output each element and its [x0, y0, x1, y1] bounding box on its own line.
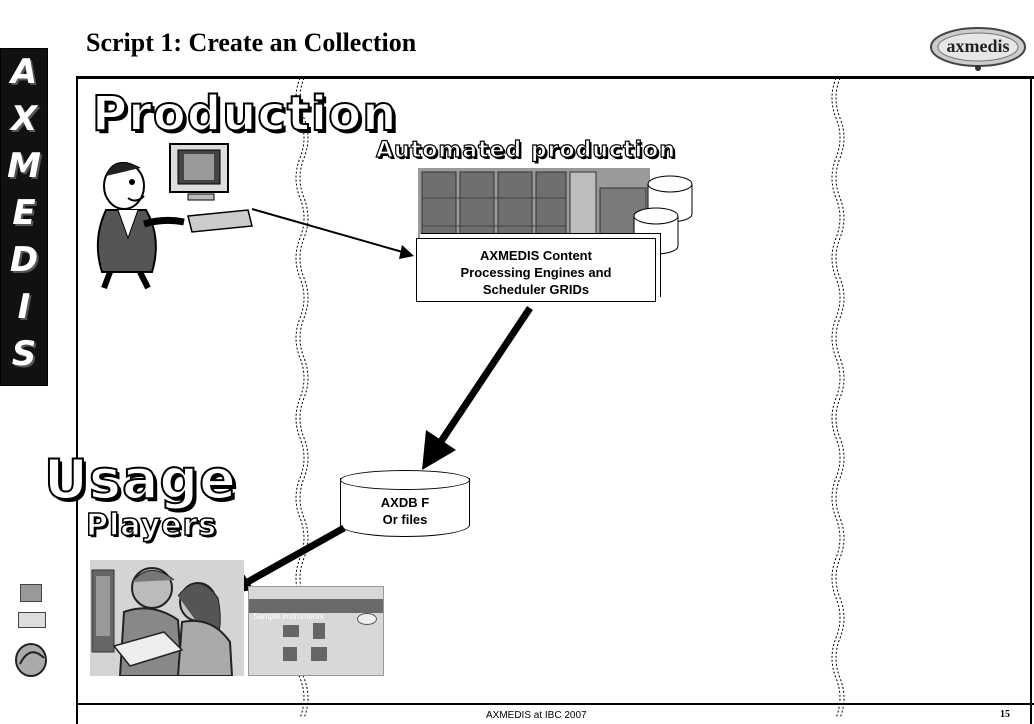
banner-letter: A	[10, 52, 38, 92]
player-screenshot-thumbnail: Sample instruments	[248, 586, 384, 676]
slide-title: Script 1: Create an Collection	[86, 28, 417, 57]
banner-letter: I	[17, 287, 31, 327]
wavy-divider-right	[831, 78, 845, 719]
top-rule	[76, 76, 1034, 79]
axdb-line: AXDB F	[380, 495, 430, 510]
page-number: 15	[1000, 709, 1010, 720]
axdb-cylinder-top	[340, 470, 470, 490]
content-processing-engines-box: AXMEDIS Content Processing Engines and S…	[416, 238, 656, 302]
sponsor-logo-swirl	[15, 643, 47, 677]
engine-line: Scheduler GRIDs	[482, 282, 590, 297]
sponsor-logo-ist	[18, 612, 46, 628]
axdb-text: AXDB F Or files	[340, 494, 470, 528]
engine-line: Processing Engines and	[460, 265, 612, 280]
banner-letter: E	[12, 193, 36, 233]
instrument-icon	[283, 625, 299, 637]
automated-production-heading: Automated production	[375, 137, 676, 163]
production-heading: Production	[91, 85, 398, 143]
usage-heading: Usage	[43, 447, 237, 512]
left-rule	[76, 78, 78, 724]
engine-box-text: AXMEDIS Content Processing Engines and S…	[417, 247, 655, 298]
banner-letter: M	[7, 146, 41, 186]
axmedis-logo: axmedis	[928, 24, 1028, 72]
axdb-line: Or files	[382, 512, 428, 527]
instrument-icon	[313, 623, 325, 639]
people-using-computer-image	[90, 560, 244, 676]
footer-text: AXMEDIS at IBC 2007	[486, 710, 587, 721]
instrument-icon	[283, 647, 297, 661]
sponsor-logo-grid	[20, 584, 42, 602]
banner-letter: S	[11, 334, 37, 374]
engine-line: AXMEDIS Content	[480, 248, 592, 263]
right-rule	[1030, 78, 1032, 724]
arrow-engine-to-database	[422, 306, 533, 470]
players-heading: Players	[85, 507, 218, 544]
arrow-production-to-engine	[251, 208, 414, 259]
banner-letter: X	[10, 99, 38, 139]
banner-letter: D	[9, 240, 39, 280]
thumbnail-logo-icon	[357, 613, 377, 625]
axmedis-vertical-banner: A X M E D I S	[0, 48, 48, 386]
thumbnail-title: Sample instruments	[253, 612, 324, 621]
bottom-rule	[76, 703, 1034, 705]
thumbnail-title-bar: Sample instruments	[249, 599, 383, 625]
person-at-computer-illustration	[96, 143, 253, 290]
instrument-icon	[311, 647, 327, 661]
logo-text: axmedis	[946, 36, 1010, 56]
